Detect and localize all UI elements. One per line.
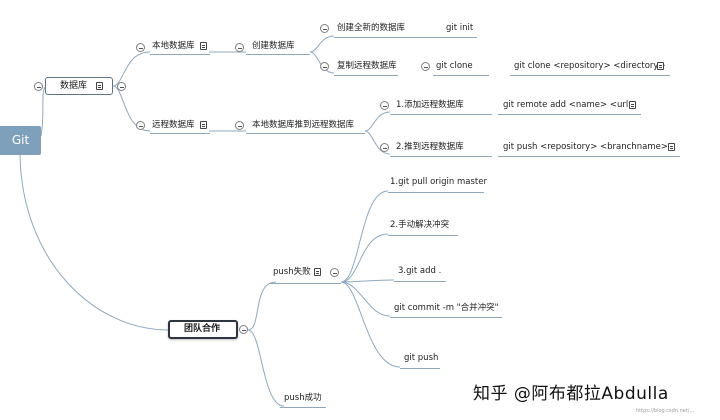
- collapse-icon[interactable]: [320, 24, 329, 33]
- underline: [498, 114, 641, 115]
- local-repo-label[interactable]: 本地数据库: [152, 41, 195, 51]
- collapse-icon[interactable]: [235, 121, 244, 130]
- underline: [246, 54, 310, 55]
- link-team-success: [247, 329, 285, 407]
- push-fail-label[interactable]: push失败: [273, 267, 311, 277]
- collapse-icon[interactable]: [136, 43, 145, 52]
- collapse-icon[interactable]: [320, 62, 329, 71]
- add-remote-label[interactable]: 1.添加远程数据库: [396, 100, 464, 110]
- remote-repo-label[interactable]: 远程数据库: [152, 120, 195, 130]
- note-icon[interactable]: [96, 82, 103, 90]
- collapse-icon[interactable]: [380, 101, 389, 110]
- underline: [400, 368, 440, 369]
- root-node-git[interactable]: Git: [0, 126, 41, 155]
- collapse-icon[interactable]: [235, 43, 244, 52]
- link-root-team: [19, 154, 169, 331]
- link-repo-local: [112, 51, 151, 87]
- git-remote-add-label[interactable]: git remote add <name> <url>: [503, 100, 636, 110]
- link-push-step1: [364, 111, 391, 132]
- repo-label: 数据库: [60, 81, 88, 91]
- link-fail-4: [340, 281, 391, 317]
- underline: [390, 114, 492, 115]
- link-fail-1: [340, 190, 389, 283]
- underline: [498, 156, 680, 157]
- new-repo-label[interactable]: 创建全新的数据库: [337, 23, 406, 33]
- underline: [394, 281, 446, 282]
- collapse-icon[interactable]: [117, 82, 126, 91]
- collapse-icon[interactable]: [330, 268, 339, 277]
- watermark-url: https://blog.csdn.net/...: [636, 408, 695, 414]
- underline: [388, 235, 458, 236]
- underline: [270, 283, 341, 284]
- collapse-icon[interactable]: [34, 82, 43, 91]
- collapse-icon[interactable]: [421, 62, 430, 71]
- link-create-clone: [309, 51, 335, 74]
- underline: [334, 75, 398, 76]
- underline: [388, 192, 484, 193]
- fail-step-2-label[interactable]: 2.手动解决冲突: [390, 220, 450, 230]
- git-clone-detail-label[interactable]: git clone <repository> <directory>: [514, 61, 666, 71]
- note-icon[interactable]: [314, 268, 321, 276]
- git-clone-label[interactable]: git clone: [436, 61, 473, 71]
- collapse-icon[interactable]: [380, 143, 389, 152]
- link-fail-2: [340, 233, 389, 283]
- underline: [510, 75, 670, 76]
- push-success-label[interactable]: push成功: [284, 393, 322, 403]
- link-team-fail: [247, 281, 277, 331]
- create-repo-label[interactable]: 创建数据库: [252, 41, 295, 51]
- note-icon[interactable]: [657, 62, 664, 70]
- fail-step-1-label[interactable]: 1.git pull origin master: [390, 177, 487, 187]
- push-remote-label[interactable]: 2.推到远程数据库: [396, 142, 464, 152]
- note-icon[interactable]: [200, 121, 207, 129]
- note-icon[interactable]: [629, 101, 636, 109]
- fail-step-4-label[interactable]: git commit -m "合并冲突": [394, 303, 499, 313]
- underline: [411, 37, 477, 38]
- underline: [150, 54, 210, 55]
- underline: [246, 133, 365, 134]
- git-push-branch-label[interactable]: git push <repository> <branchname>...: [503, 142, 677, 152]
- link-repo-remote: [112, 85, 151, 132]
- git-init-label[interactable]: git init: [446, 23, 474, 33]
- push-to-remote-label[interactable]: 本地数据库推到远程数据库: [252, 120, 355, 130]
- fail-step-3-label[interactable]: 3.git add .: [398, 266, 442, 276]
- team-label: 团队合作: [184, 324, 221, 334]
- team-node[interactable]: 团队合作: [168, 320, 238, 339]
- root-label: Git: [11, 133, 30, 147]
- underline: [390, 156, 492, 157]
- fail-step-5-label[interactable]: git push: [404, 353, 439, 363]
- repo-node[interactable]: 数据库: [45, 77, 113, 95]
- watermark-text: 知乎 @阿布都拉Abdulla: [473, 384, 669, 404]
- link-fail-3: [340, 279, 395, 283]
- link-create-new: [309, 35, 335, 53]
- collapse-icon[interactable]: [239, 325, 248, 334]
- underline: [433, 75, 489, 76]
- underline: [334, 37, 411, 38]
- collapse-icon[interactable]: [136, 121, 145, 130]
- link-fail-5: [340, 281, 401, 368]
- underline: [390, 317, 502, 318]
- link-push-step2: [364, 130, 391, 155]
- clone-repo-label[interactable]: 复制远程数据库: [337, 61, 397, 71]
- note-icon[interactable]: [668, 143, 675, 151]
- note-icon[interactable]: [200, 42, 207, 50]
- underline: [150, 133, 210, 134]
- underline: [280, 407, 326, 408]
